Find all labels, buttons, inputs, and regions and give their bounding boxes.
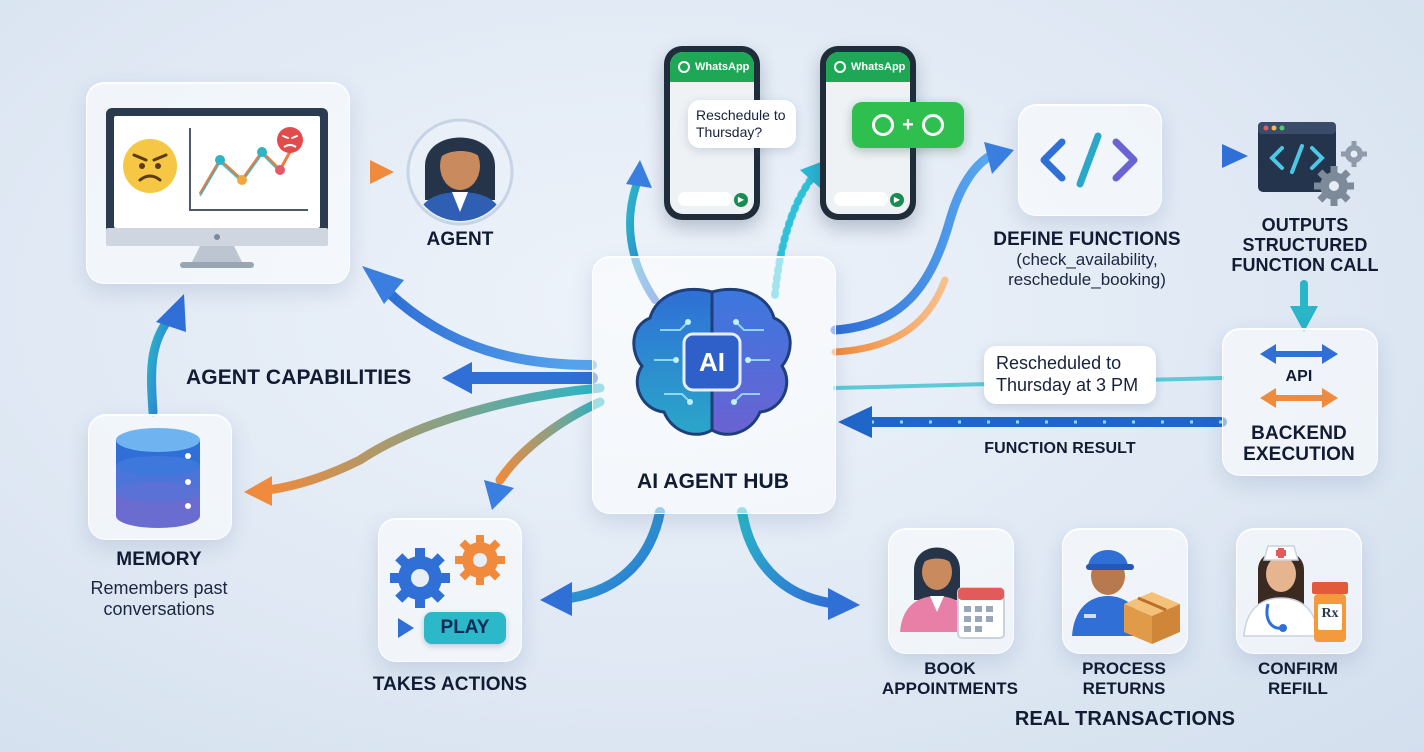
monitor-card [86,82,350,284]
agent-capabilities-label: AGENT CAPABILITIES [186,366,412,389]
transaction-refill-line-1: CONFIRM [1257,659,1339,678]
define-functions-sub-1: (check_availability, [1016,250,1158,269]
hub-to-phone2-arrowhead [800,160,826,188]
memory-to-monitor-arrowhead [156,294,186,332]
play-label: PLAY [440,617,490,638]
transaction-book-line-2: APPOINTMENTS [881,679,1019,698]
hub-to-memory-arrow [263,383,605,495]
whatsapp-icon [678,61,690,73]
hub-to-memory-arrowhead [244,476,272,506]
define-functions-title: DEFINE FUNCTIONS [993,229,1181,250]
function-result-label: FUNCTION RESULT [984,440,1136,457]
hub-to-phone1-arrowhead [626,160,652,188]
memory-card [88,414,232,540]
phone-2-message-input[interactable] [834,192,888,206]
whatsapp-logo-icon [921,114,944,136]
phone-1-header: WhatsApp [670,52,754,82]
outputs-to-backend-arrowhead [1290,306,1318,332]
whatsapp-plus-bubble: + [852,102,964,148]
monitor-to-agent-arrowhead [370,160,394,184]
function-result-arrowhead [838,406,872,438]
rescheduled-result-bubble: Rescheduled to Thursday at 3 PM [984,346,1156,404]
define-to-code-arrowhead [1222,144,1248,168]
result-bubble-line-2: Thursday at 3 PM [996,374,1139,395]
hub-to-transactions-arrow [737,507,835,608]
takes-actions-label: TAKES ACTIONS [372,674,528,695]
outputs-line-2: STRUCTURED [1242,235,1368,255]
transaction-refill-line-2: REFILL [1267,679,1329,698]
transaction-book-line-1: BOOK [924,659,976,678]
hub-to-monitor-arrowhead [362,266,404,304]
memory-desc-line2: conversations [103,599,215,619]
hub-to-play-arrowhead [540,582,572,616]
memory-to-monitor-arrow [147,315,173,417]
transaction-card-refill [1236,528,1362,654]
phone-1: WhatsApp ▶ [664,46,760,220]
result-bubble-line-1: Rescheduled to [996,353,1122,373]
hub-to-transactions-arrowhead [828,588,860,620]
hub-to-monitor-arrow [383,287,597,370]
agent-label: AGENT [426,229,494,250]
define-functions-sub-2: reschedule_booking) [1008,270,1166,289]
memory-desc-line1: Remembers past [90,578,228,598]
rx-label: Rx [1321,606,1339,621]
hub-to-actions-arrowhead [484,480,514,510]
transaction-returns-line-2: RETURNS [1082,679,1166,698]
backend-line-1: BACKEND [1251,423,1347,444]
hub-to-play-arrow [565,507,665,603]
reschedule-message-text: Reschedule to Thursday? [696,107,786,140]
define-functions-card [1018,104,1162,216]
hub-to-define-arrowhead [984,142,1014,174]
outputs-line-1: OUTPUTS [1261,215,1349,235]
backend-line-2: EXECUTION [1243,444,1355,465]
reschedule-message-bubble: Reschedule to Thursday? [688,100,796,148]
play-button[interactable]: PLAY [424,612,506,644]
memory-title: MEMORY [116,549,202,570]
transaction-returns-line-1: PROCESS [1082,659,1166,678]
outputs-line-3: FUNCTION CALL [1231,255,1379,275]
real-transactions-title: REAL TRANSACTIONS [1014,708,1236,730]
transaction-card-book [888,528,1014,654]
api-label: API [1285,368,1313,385]
phone-2-send-icon[interactable]: ▶ [890,193,904,207]
whatsapp-logo-icon [872,114,895,136]
phone-2-header: WhatsApp [826,52,910,82]
whatsapp-icon [834,61,846,73]
plus-sign: + [902,113,914,136]
phone-1-message-input[interactable] [678,192,732,206]
hub-to-define-arrow [830,151,995,335]
phone-1-send-icon[interactable]: ▶ [734,193,748,207]
hub-to-define-orange-arrow [831,276,949,356]
hub-to-actions-arrow [495,397,605,485]
phone-1-app-name: WhatsApp [695,61,750,73]
ai-chip-text: AI [699,346,725,377]
hub-to-capabilities-arrowhead [442,362,472,394]
ai-hub-title: AI AGENT HUB [636,470,790,493]
phone-2-app-name: WhatsApp [851,61,906,73]
transaction-card-returns [1062,528,1188,654]
